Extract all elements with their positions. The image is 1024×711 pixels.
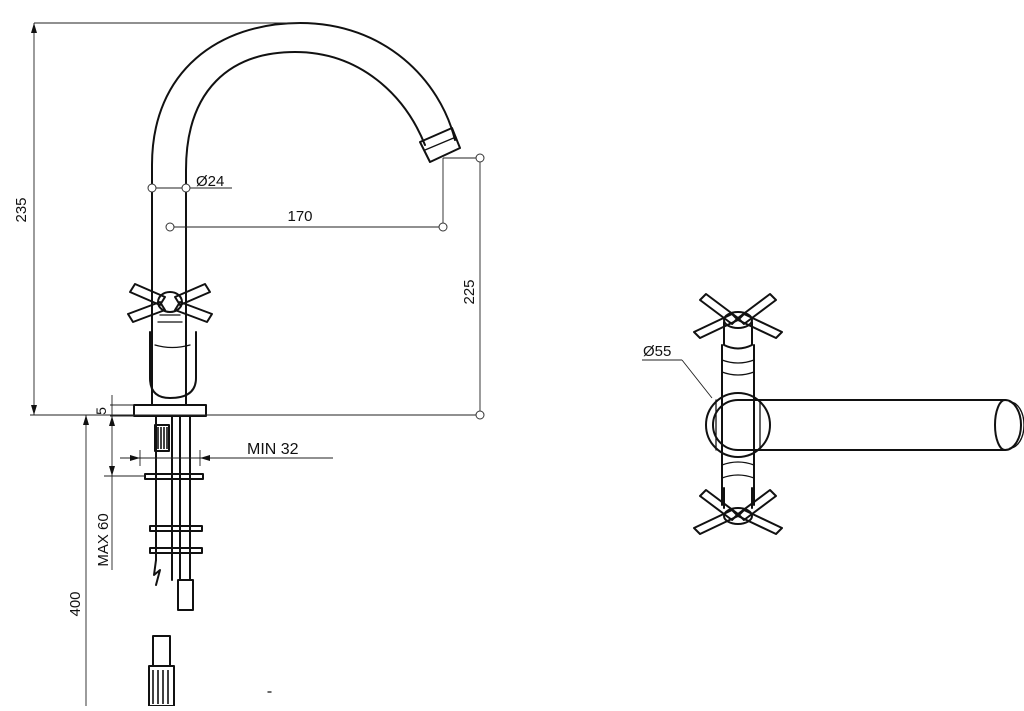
washer-bottom	[149, 547, 203, 554]
cross-handle-side	[127, 283, 213, 323]
hose-end	[177, 579, 194, 611]
escutcheon	[705, 392, 771, 458]
washer-top	[144, 473, 204, 480]
base-plate	[133, 404, 207, 417]
dim-spout-height: 225	[461, 279, 478, 304]
top-view	[642, 293, 1024, 535]
side-dimensions	[30, 22, 485, 706]
body-bulge	[149, 331, 197, 399]
dim-base-thickness: 5	[93, 407, 109, 415]
dim-hose-length: 400	[67, 591, 84, 616]
side-view	[127, 22, 461, 707]
dim-total-height: 235	[13, 197, 30, 222]
cross-handle-top-lower	[693, 487, 783, 535]
dim-spout-diameter: Ø24	[196, 173, 224, 190]
dim-escutcheon-diameter: Ø55	[643, 343, 671, 360]
spout-outer-curve	[151, 22, 456, 291]
shank-thread	[154, 424, 170, 452]
cross-handle-top-upper	[693, 293, 783, 350]
dim-spout-reach: 170	[287, 208, 312, 225]
spout-arm-top	[712, 399, 1022, 451]
hose-fitting	[148, 635, 175, 707]
spout-nozzle	[419, 127, 461, 163]
washer-mid	[149, 525, 203, 532]
dim-hole-min: MIN 32	[247, 441, 299, 458]
spout-inner-curve	[185, 51, 426, 291]
dim-deck-max: MAX 60	[95, 513, 112, 566]
